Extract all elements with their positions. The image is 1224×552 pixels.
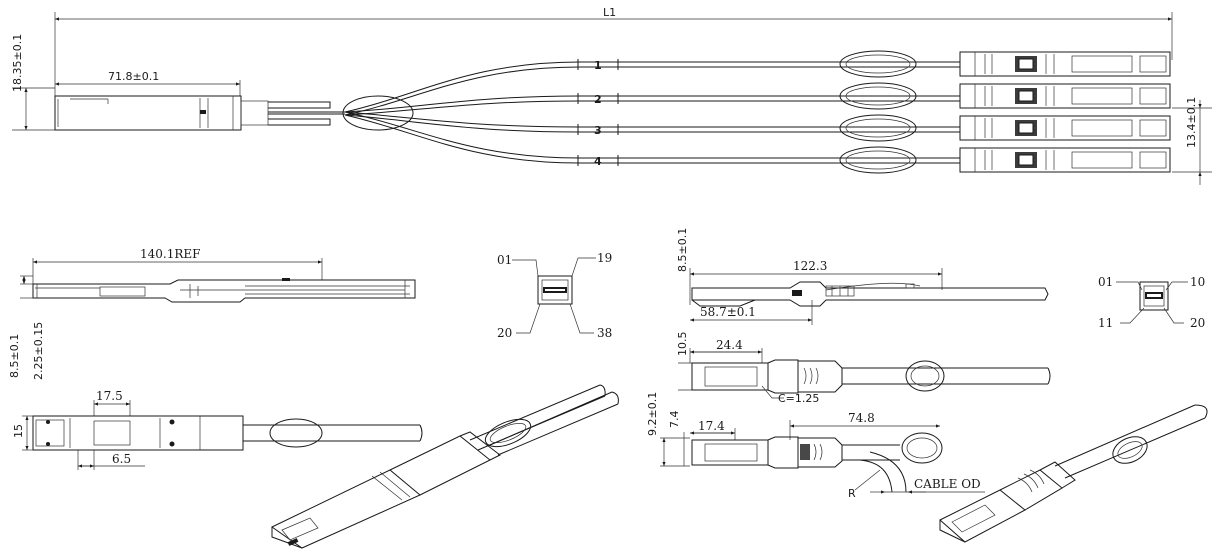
dim-length-ref: 140.1REF [140,247,200,261]
sfp-pin-01: 01 [1098,275,1113,289]
dim-sfp-height: 8.5±0.1 [676,228,689,272]
dim-qsfp-tab: 2.25±0.15 [32,322,45,380]
dim-qsfp-height: 18.35±0.1 [11,34,24,92]
sfp-module-3 [839,114,1171,142]
dim-sfp-side-height: 10.5 [676,332,689,357]
dim-sfp-window: 24.4 [716,338,743,352]
sfp-pin-20: 20 [1190,316,1205,330]
branch-label-2: 2 [594,93,602,106]
qsfp-module-body [54,95,242,131]
dim-L1: L1 [603,6,616,19]
sfp-pin-10: 10 [1190,275,1205,289]
qsfp-pin-19: 19 [597,251,612,265]
branch-label-4: 4 [594,155,602,168]
dim-sfp-bottom-height2: 7.4 [668,411,681,429]
qsfp-bottom-view: 17.5 15 6.5 [12,389,423,470]
qsfp-isometric-view [271,384,619,549]
breakout-cables [344,61,960,164]
dim-sfp-bottom-window: 17.4 [698,419,725,433]
qsfp-side-view: 140.1REF 8.5±0.1 2.25±0.15 [8,247,416,380]
qsfp-pin-20: 20 [497,326,512,340]
sfp-pin-11: 11 [1098,316,1113,330]
dim-sfp-length: 122.3 [793,259,827,273]
qsfp-pin-38: 38 [597,326,612,340]
dim-sfp-pull-length: 74.8 [848,411,875,425]
sfp-module-1 [839,50,1171,78]
dim-sfp-bottom-height: 9.2±0.1 [646,392,659,436]
dim-cable-od: CABLE OD [914,477,981,491]
dim-sfp-chamfer: C=1.25 [778,392,819,405]
sfp-module-2 [839,82,1171,110]
sfp-module-4 [839,146,1171,174]
sfp-bottom-view: 9.2±0.1 7.4 17.4 74.8 R CABLE OD [646,392,985,500]
dim-qsfp-latch: 6.5 [112,452,131,466]
dim-sfp-radius: R [848,487,856,500]
splitter-loop [342,95,414,131]
sfp-isometric-view [939,404,1208,543]
sfp-side-view: 8.5±0.1 122.3 58.7±0.1 [676,228,1049,325]
dim-qsfp-width: 15 [12,424,25,438]
dim-qsfp-length: 71.8±0.1 [108,70,159,83]
dim-qsfp-window: 17.5 [96,389,123,403]
dim-qsfp-side-height: 8.5±0.1 [8,334,21,378]
qsfp-pin-01: 01 [497,253,512,267]
branch-label-1: 1 [594,59,602,72]
sfp-connector-face: 01 10 11 20 [1098,275,1205,330]
dim-sfp-pitch: 13.4±0.1 [1185,97,1198,148]
qsfp-connector-face: 01 19 20 38 [497,251,612,340]
dim-sfp-body: 58.7±0.1 [700,305,756,319]
top-view: L1 18.35±0.1 71.8±0.1 [11,6,1212,185]
sfp-top-view: 10.5 24.4 C=1.25 [676,332,1051,405]
branch-label-3: 3 [594,124,602,137]
